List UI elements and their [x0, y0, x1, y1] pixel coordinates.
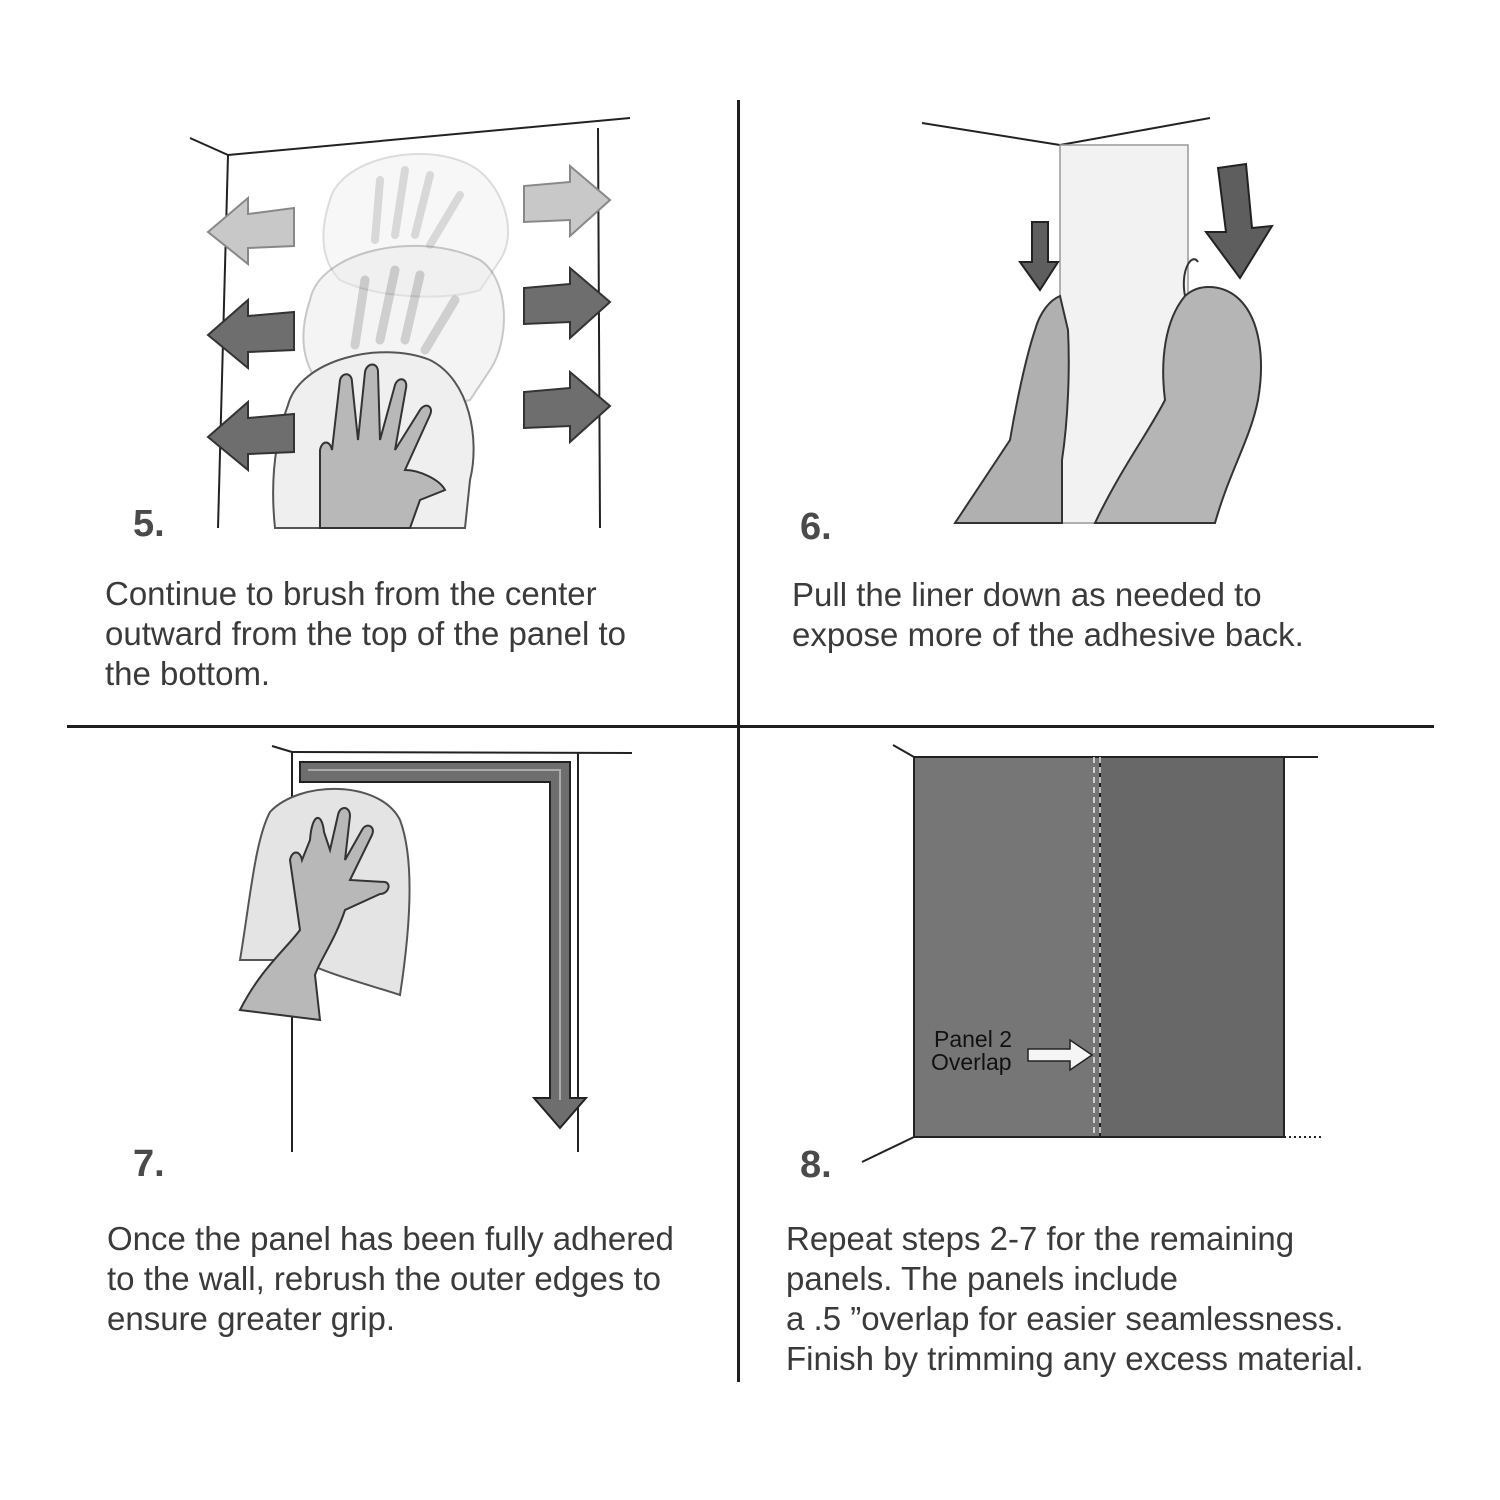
- step-7-text: Once the panel has been fully adhered to…: [107, 1220, 674, 1337]
- overlap-arrow-icon: [1027, 1038, 1094, 1072]
- vertical-divider: [737, 100, 740, 1382]
- hand-with-cloth-icon: [272, 351, 475, 529]
- overlap-label-line1: Panel 2: [934, 1026, 1012, 1052]
- left-hand-icon: [953, 294, 1070, 524]
- step-7-number: 7.: [133, 1143, 165, 1185]
- down-arrow-icon: [1204, 162, 1274, 280]
- step-6-text: Pull the liner down as needed to expose …: [792, 576, 1304, 653]
- left-arrow-icon: [206, 399, 295, 473]
- hand-with-cloth-icon: [238, 787, 411, 1022]
- liner-strip: [1059, 144, 1189, 524]
- step-5-number: 5.: [133, 503, 165, 545]
- right-arrow-icon: [523, 369, 612, 445]
- edge-path-arrow-icon: [299, 761, 589, 1130]
- left-arrow-icon: [206, 195, 295, 267]
- right-arrow-icon: [523, 163, 612, 239]
- down-arrow-icon: [1018, 221, 1060, 292]
- ghost-hand-icon: [322, 153, 509, 298]
- right-arrow-icon: [523, 265, 612, 341]
- overlap-label-line2: Overlap: [931, 1049, 1012, 1075]
- step-6-number: 6.: [800, 506, 832, 548]
- step-8-text: Repeat steps 2-7 for the remaining panel…: [786, 1220, 1364, 1377]
- left-arrow-icon: [206, 297, 295, 371]
- panel-1: [913, 756, 1101, 1138]
- step-8-number: 8.: [800, 1144, 832, 1186]
- step-5-illustration: [189, 117, 631, 529]
- step-5-text: Continue to brush from the center outwar…: [105, 575, 626, 692]
- right-hand-icon: [1093, 258, 1262, 524]
- panel-2: [1099, 756, 1285, 1138]
- horizontal-divider: [67, 725, 1434, 728]
